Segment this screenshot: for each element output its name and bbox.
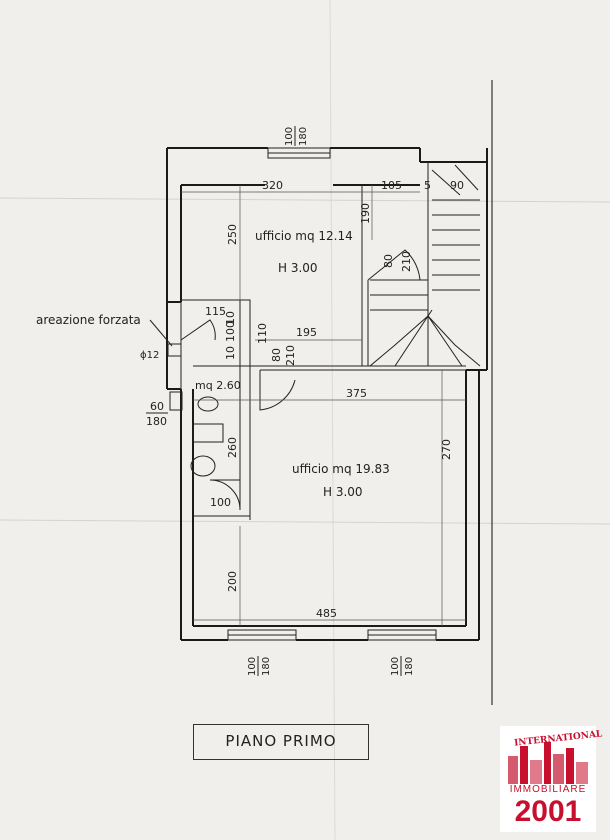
room-height-1: H 3.00: [278, 261, 318, 275]
window-dim-h: 180: [404, 657, 415, 676]
dim-270: 270: [440, 439, 453, 460]
dim-200: 200: [226, 571, 239, 592]
room-label-2: ufficio mq 19.83: [292, 462, 390, 476]
window-dim-bottom-left: 100 180: [247, 656, 272, 676]
bath-area-label: mq 2.60: [195, 379, 241, 392]
window-dim-w: 100: [284, 127, 295, 146]
dim-320: 320: [262, 179, 283, 192]
window-dim-h: 180: [298, 127, 309, 146]
dim-115: 115: [205, 305, 226, 318]
logo-number: 2001: [514, 795, 582, 828]
dim-90: 90: [450, 179, 464, 192]
staircase: [369, 164, 481, 367]
dim-210a: 210: [400, 251, 413, 272]
plan-title: PIANO PRIMO: [225, 732, 337, 750]
window-dim-w: 100: [390, 657, 401, 676]
dim-190: 190: [359, 203, 372, 224]
room-label-1: ufficio mq 12.14: [255, 229, 353, 243]
aeration-label: areazione forzata: [36, 313, 141, 327]
windows: [227, 147, 437, 641]
interior-walls: [180, 162, 466, 520]
window-dim-h: 180: [261, 657, 272, 676]
dim-100b: 100: [210, 496, 231, 509]
dim-105: 105: [381, 179, 402, 192]
dim-210b: 210: [284, 345, 297, 366]
dim-195: 195: [296, 326, 317, 339]
dim-375: 375: [346, 387, 367, 400]
title-frame: [193, 724, 369, 760]
bathroom-fixtures: [167, 343, 224, 477]
window-dim-w: 100: [247, 657, 258, 676]
dim-260: 260: [226, 437, 239, 458]
dimension-lines: [181, 185, 466, 626]
dim-110: 110: [256, 323, 269, 344]
dim-80b: 80: [270, 348, 283, 362]
logo-subtitle: IMMOBILIARE: [509, 784, 587, 795]
dim-100a: 100: [224, 321, 237, 342]
dim-5: 5: [424, 179, 431, 192]
doors: [180, 249, 421, 511]
pipe-label: ϕ12: [140, 350, 159, 361]
dim-60: 60: [150, 400, 164, 413]
city-skyline-icon: [508, 742, 588, 784]
dim-10a: 10: [224, 346, 237, 360]
dim-180: 180: [146, 415, 167, 428]
window-dim-top: 100 180: [284, 126, 309, 146]
agency-logo: INTERNATIONAL IMMOBILIARE 2001: [500, 726, 603, 832]
dim-485: 485: [316, 607, 337, 620]
window-dim-bottom-right: 100 180: [390, 656, 415, 676]
dim-10b: 10: [224, 311, 237, 325]
outer-walls: [166, 147, 488, 641]
dim-80a: 80: [382, 254, 395, 268]
dim-250: 250: [226, 224, 239, 245]
room-height-2: H 3.00: [323, 485, 363, 499]
